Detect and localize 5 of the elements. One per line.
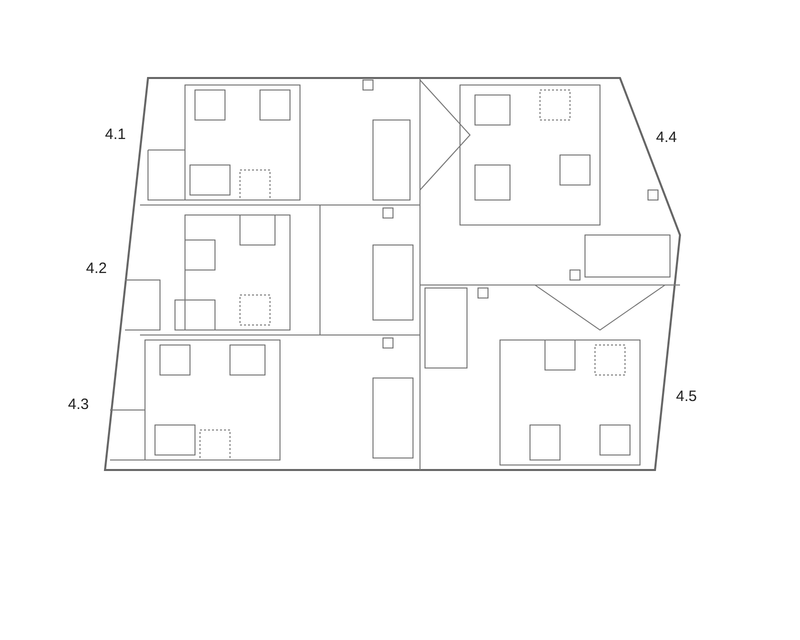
- unit-number: 4.5: [676, 388, 697, 405]
- unit-number: 4.3: [68, 396, 89, 413]
- unit-number: 4.4: [656, 129, 677, 146]
- unit-number: 4.2: [86, 260, 107, 277]
- unit-number: 4.1: [105, 126, 126, 143]
